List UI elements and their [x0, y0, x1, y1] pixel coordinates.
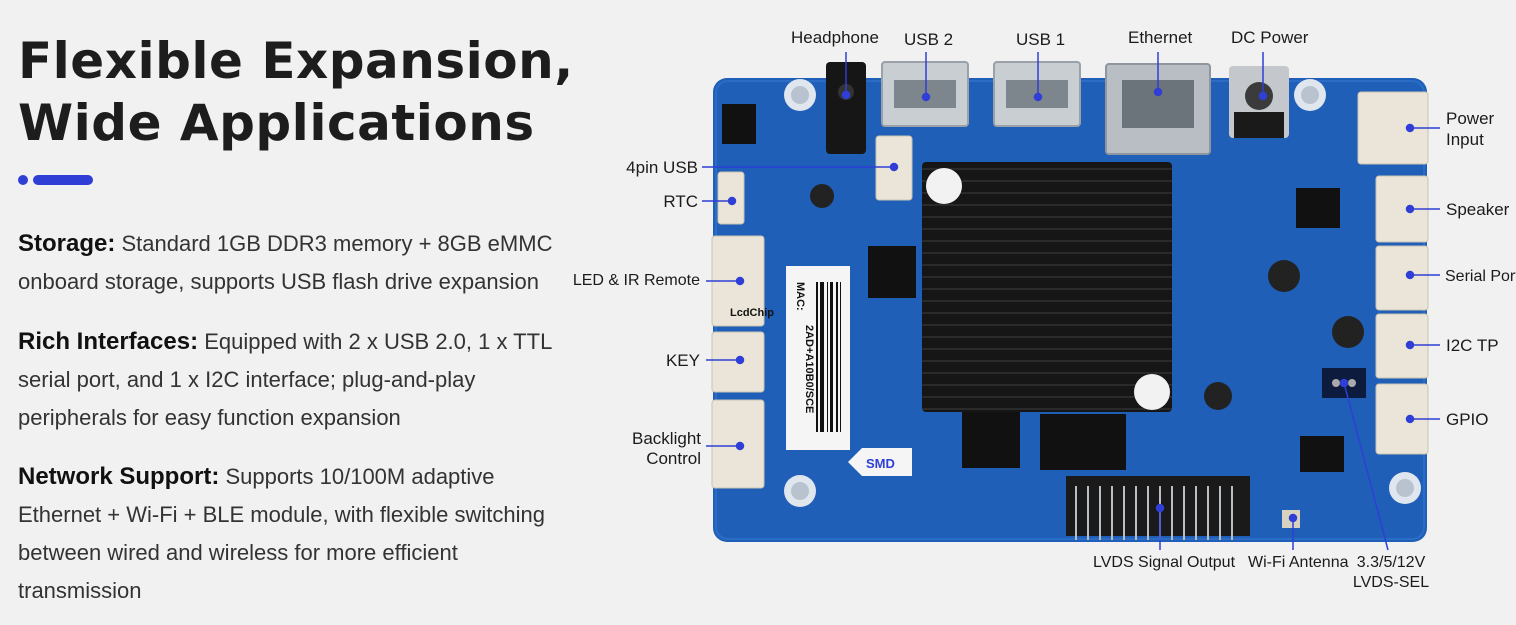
label-4pin-usb: 4pin USB	[626, 158, 698, 177]
label-key: KEY	[665, 351, 700, 370]
label-power-input-2: Input	[1446, 130, 1484, 149]
connector-i2c	[1375, 313, 1429, 379]
title-line-2: Wide Applications	[18, 94, 535, 152]
label-headphone: Headphone	[791, 28, 879, 47]
label-usb1: USB 1	[1016, 30, 1066, 49]
label-led-ir: LED & IR Remote	[572, 272, 700, 289]
label-lvds-output: LVDS Signal Output	[1093, 554, 1236, 571]
smd-arrow	[848, 448, 912, 476]
feature-text: Standard 1GB DDR3 memory + 8GB eMMC onbo…	[18, 231, 553, 294]
watermark: LcdChip	[730, 307, 774, 319]
emmc-chip	[962, 412, 1020, 468]
power-chip	[1296, 188, 1340, 228]
headphone-jack	[826, 62, 866, 154]
label-usb2: USB 2	[904, 30, 954, 49]
feature-network: Network Support: Supports 10/100M adapti…	[18, 458, 578, 610]
feature-name: Storage:	[18, 230, 116, 257]
heatsink	[922, 162, 1172, 412]
feature-text: Equipped with 2 x USB 2.0, 1 x TTL seria…	[18, 329, 552, 430]
feature-storage: Storage: Standard 1GB DDR3 memory + 8GB …	[18, 225, 578, 301]
label-voltage: 3.3/5/12V LVDS-SEL	[1350, 553, 1432, 593]
connector-serial	[1375, 245, 1429, 311]
smd-text: SMD	[866, 456, 895, 471]
label-voltage-2: LVDS-SEL	[1352, 574, 1430, 591]
leader-lines	[702, 52, 1440, 551]
feature-interfaces: Rich Interfaces: Equipped with 2 x USB 2…	[18, 323, 578, 437]
mac-text: MAC:	[794, 282, 806, 311]
label-gpio: GPIO	[1446, 410, 1489, 429]
label-backlight-1: Backlight	[632, 429, 701, 448]
feature-text: Supports 10/100M adaptive Ethernet + Wi-…	[18, 464, 546, 603]
mac-value: 2AD+A10B0/SCE	[803, 325, 815, 413]
barcode	[816, 282, 841, 432]
accent-dot	[18, 175, 28, 185]
label-rtc: RTC	[663, 192, 698, 211]
page-title: Flexible Expansion, Wide Applications	[18, 30, 574, 154]
accent-bar	[33, 175, 93, 185]
label-serial-port: Serial Port	[1445, 268, 1516, 285]
label-voltage-1: 3.3/5/12V	[1356, 554, 1426, 571]
memory-chip	[868, 246, 916, 298]
feature-name: Network Support:	[18, 463, 220, 490]
label-power-input-1: Power	[1446, 109, 1495, 128]
label-wifi-antenna: Wi-Fi Antenna	[1248, 554, 1349, 571]
mounting-holes	[784, 79, 1421, 507]
label-ethernet: Ethernet	[1128, 28, 1193, 47]
label-dc-power: DC Power	[1231, 28, 1309, 47]
label-i2c-tp: I2C TP	[1446, 336, 1499, 355]
wifi-module	[1040, 414, 1126, 470]
title-line-1: Flexible Expansion,	[18, 32, 574, 90]
label-speaker: Speaker	[1446, 200, 1510, 219]
feature-name: Rich Interfaces:	[18, 328, 199, 355]
label-backlight-2: Control	[646, 449, 701, 468]
